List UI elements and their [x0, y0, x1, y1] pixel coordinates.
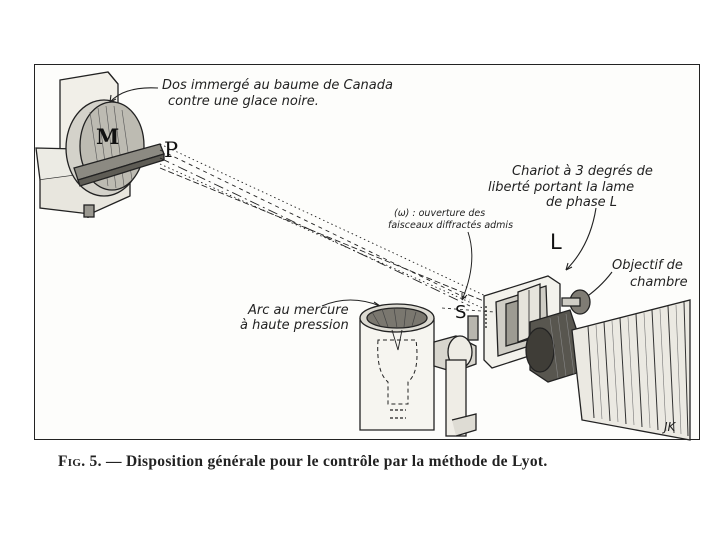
- support-column: [445, 359, 477, 437]
- camera-bellows: [571, 299, 691, 441]
- artist-signature: JK: [664, 420, 676, 434]
- objective-note-line1: Objectif de: [612, 258, 683, 273]
- figure-number: Fig. 5.: [58, 453, 102, 470]
- arc-note-line1: Arc au mercure: [248, 303, 349, 318]
- camera-objective: [525, 309, 581, 383]
- mirror-note-line2: contre une glace noire.: [168, 94, 319, 109]
- objective-note-line2: chambre: [630, 275, 688, 290]
- label-l: L: [550, 230, 562, 254]
- adjustment-knob: [561, 289, 591, 315]
- label-m: M: [96, 124, 120, 149]
- label-p: P: [164, 138, 179, 162]
- label-s: S: [455, 302, 467, 323]
- caption-text: — Disposition générale pour le contrôle …: [105, 453, 548, 470]
- carriage-note-line2: liberté portant la lame: [488, 180, 635, 195]
- light-rays: [159, 143, 531, 321]
- arc-note-line2: à haute pression: [240, 318, 349, 333]
- carriage-note-line1: Chariot à 3 degrés de: [512, 164, 653, 179]
- mercury-arc-lamp: [359, 303, 435, 431]
- aperture-note-line2: faisceaux diffractés admis: [388, 220, 514, 231]
- figure-caption: Fig. 5. — Disposition générale pour le c…: [58, 453, 678, 471]
- mirror-note-line1: Dos immergé au baume de Canada: [162, 78, 393, 93]
- carriage-note-line3: de phase L: [546, 195, 617, 210]
- slit-s: [467, 315, 479, 341]
- aperture-note-line1: (ω) : ouverture des: [394, 208, 486, 219]
